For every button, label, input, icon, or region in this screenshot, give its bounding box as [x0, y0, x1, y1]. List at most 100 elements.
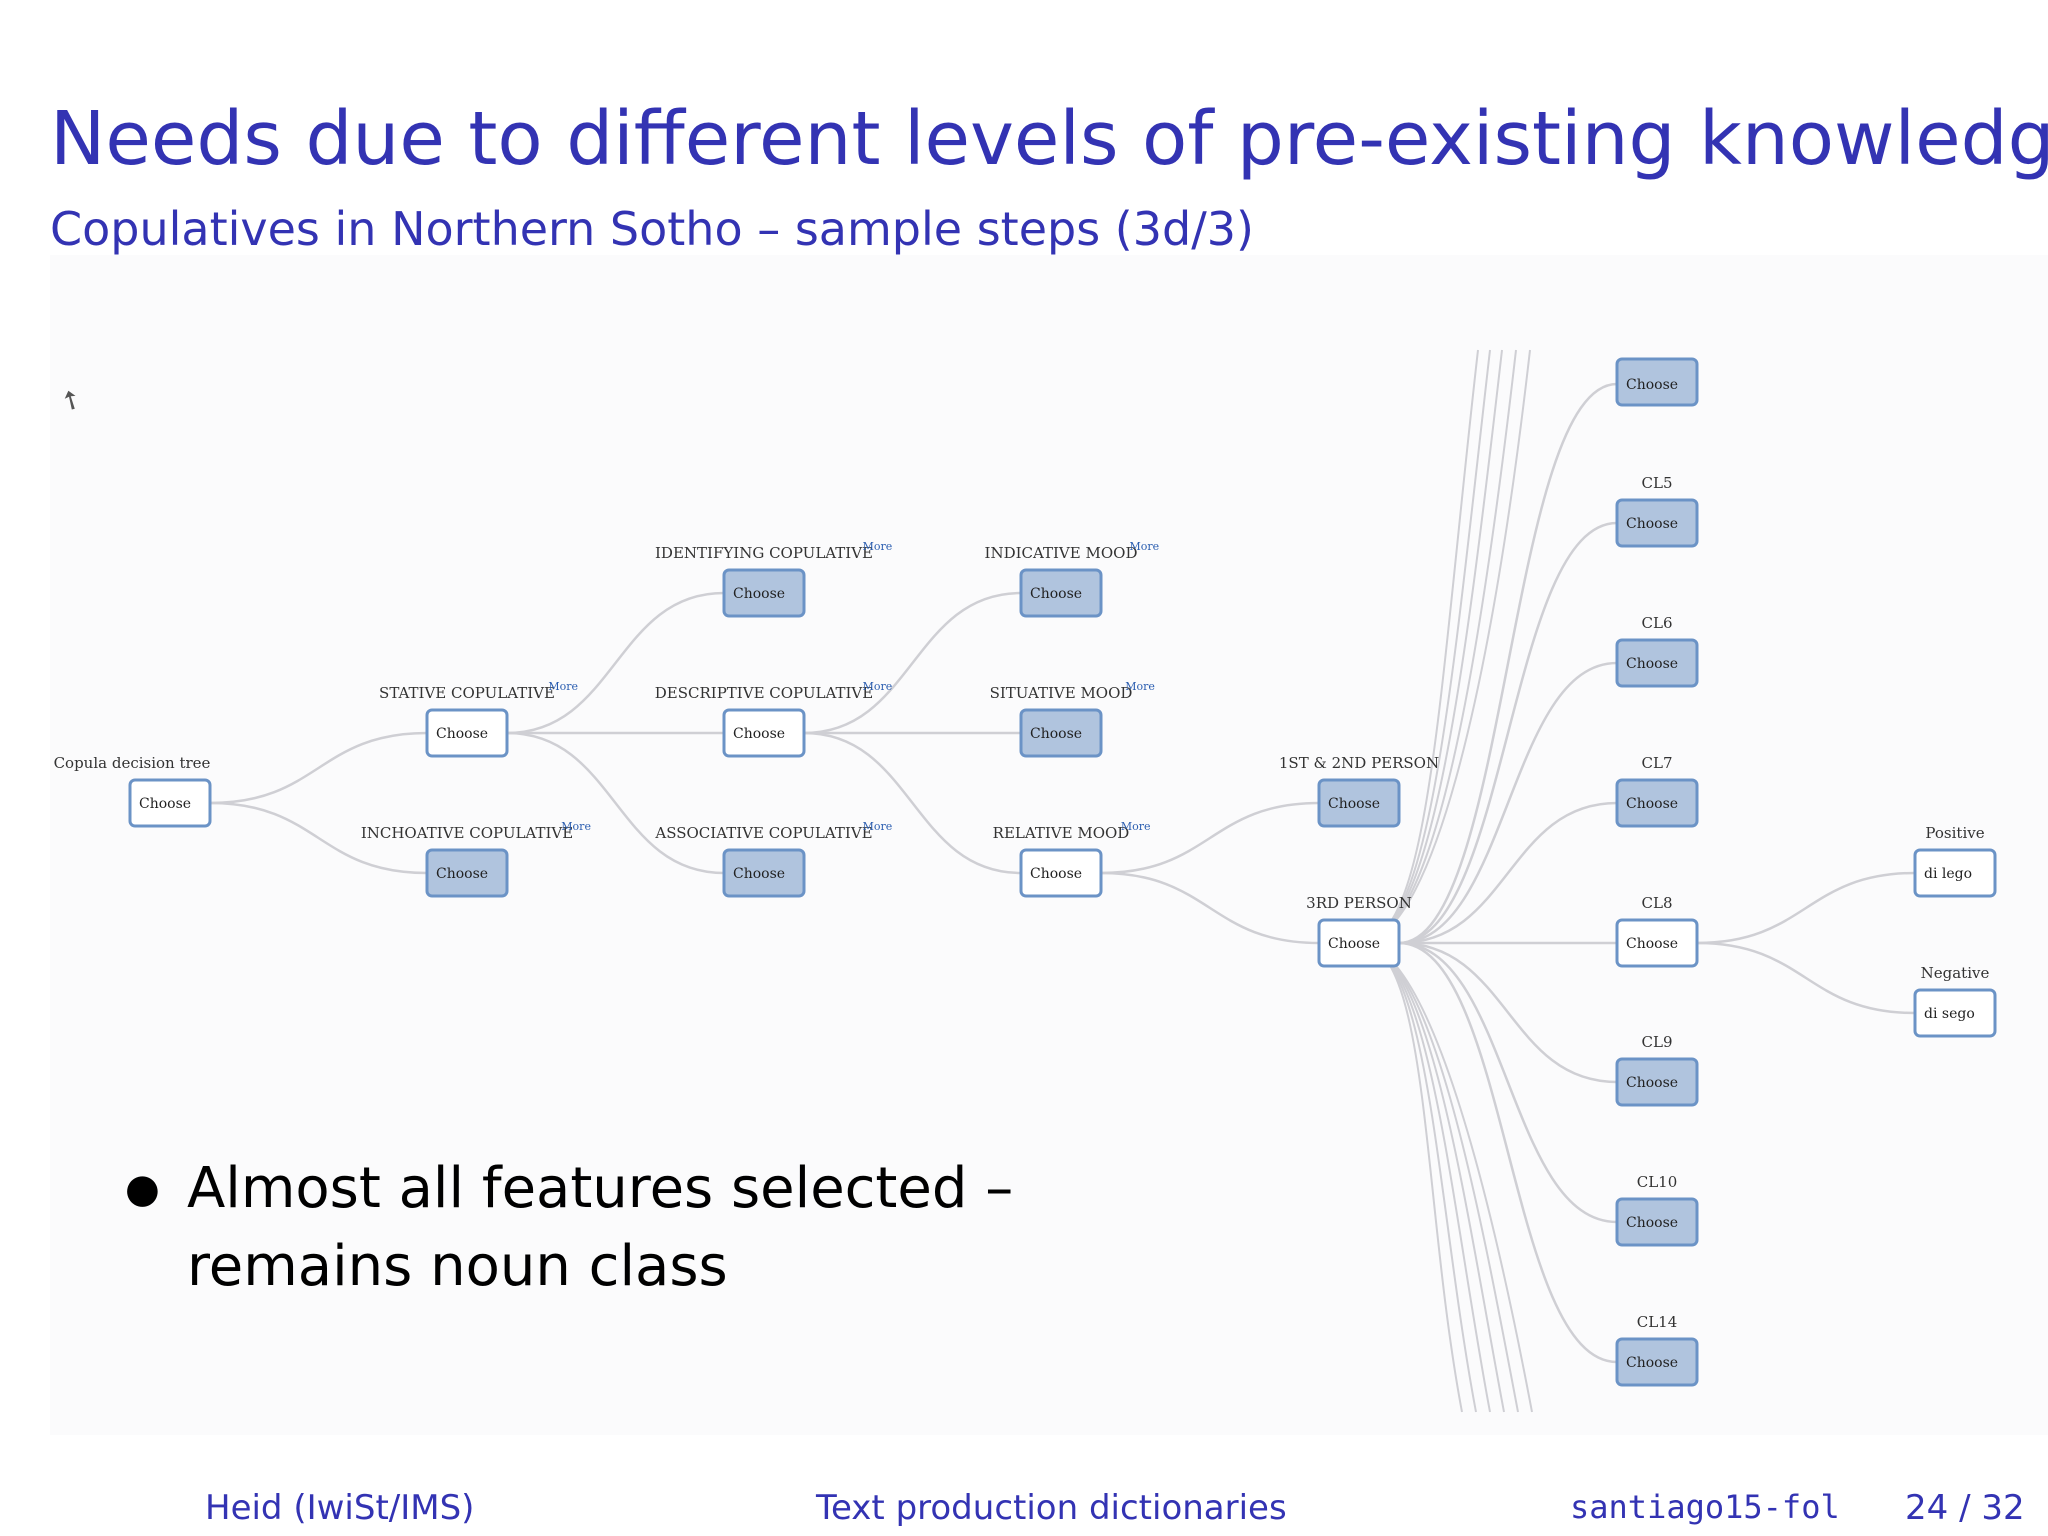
tree-link	[1696, 871, 1916, 945]
choose-button-label: di sego	[1924, 1006, 1975, 1022]
tree-node-negative: di sego Negative	[1913, 964, 1997, 1038]
choose-button[interactable]	[1913, 848, 1997, 898]
tree-node-cltop: Choose	[1615, 357, 1699, 407]
choose-button[interactable]	[1615, 778, 1699, 828]
bullet-icon: ●	[125, 1166, 160, 1212]
tree-link	[803, 591, 1022, 735]
choose-button[interactable]	[1019, 848, 1103, 898]
choose-button[interactable]	[1019, 568, 1103, 618]
node-label: INDICATIVE MOOD	[985, 544, 1138, 562]
node-label: DESCRIPTIVE COPULATIVE	[655, 684, 873, 702]
footer-page-number: 24 / 32	[1905, 1488, 2025, 1528]
choose-button-label: Choose	[1626, 1075, 1678, 1091]
slide-subtitle: Copulatives in Northern Sotho – sample s…	[50, 202, 1254, 256]
choose-button[interactable]	[1317, 778, 1401, 828]
tree-link	[209, 731, 428, 805]
footer-author: Heid (IwiSt/IMS)	[205, 1488, 475, 1528]
choose-button[interactable]	[1615, 1057, 1699, 1107]
footer-code: santiago15-fol	[1570, 1488, 1840, 1526]
choose-button[interactable]	[722, 708, 806, 758]
choose-button[interactable]	[722, 848, 806, 898]
node-label: CL14	[1637, 1313, 1678, 1331]
choose-button-label: Choose	[1626, 1355, 1678, 1371]
node-label: CL10	[1637, 1173, 1678, 1191]
choose-button-label: Choose	[139, 796, 191, 812]
node-label: CL8	[1642, 894, 1673, 912]
choose-button[interactable]	[722, 568, 806, 618]
choose-button-label: Choose	[1328, 936, 1380, 952]
fan-line	[1358, 942, 1533, 1413]
node-label: INCHOATIVE COPULATIVE	[361, 824, 573, 842]
tree-link	[209, 801, 428, 875]
more-link[interactable]: More	[1121, 820, 1151, 833]
node-label: Positive	[1925, 824, 1984, 842]
choose-button[interactable]	[1913, 988, 1997, 1038]
node-label: 3RD PERSON	[1306, 894, 1412, 912]
more-link[interactable]: More	[1130, 540, 1160, 553]
tree-link	[1100, 801, 1320, 875]
choose-button-label: Choose	[1328, 796, 1380, 812]
choose-button[interactable]	[1615, 1197, 1699, 1247]
choose-button-label: Choose	[436, 726, 488, 742]
node-label: CL7	[1642, 754, 1673, 772]
choose-button[interactable]	[1615, 638, 1699, 688]
tree-link	[506, 731, 725, 875]
choose-button-label: Choose	[1626, 796, 1678, 812]
choose-button-label: Choose	[436, 866, 488, 882]
choose-button[interactable]	[425, 848, 509, 898]
more-link[interactable]: More	[561, 820, 591, 833]
tree-link	[506, 591, 725, 735]
fan-line	[1358, 349, 1531, 944]
choose-button-label: Choose	[1626, 656, 1678, 672]
more-link[interactable]: More	[863, 820, 893, 833]
decision-tree-screenshot	[50, 255, 2048, 1435]
node-label: SITUATIVE MOOD	[990, 684, 1133, 702]
tree-link	[1100, 871, 1320, 945]
more-link[interactable]: More	[1125, 680, 1155, 693]
choose-button[interactable]	[1615, 498, 1699, 548]
choose-button[interactable]	[1615, 1337, 1699, 1387]
choose-button-label: Choose	[733, 866, 785, 882]
tree-link	[1398, 382, 1618, 945]
choose-button[interactable]	[1019, 708, 1103, 758]
tree-link	[1398, 521, 1618, 945]
footer-talk-title: Text production dictionaries	[816, 1488, 1287, 1528]
choose-button-label: Choose	[1626, 936, 1678, 952]
choose-button-label: Choose	[1030, 586, 1082, 602]
tree-node-cl8: Choose CL8	[1615, 894, 1699, 968]
node-label: Negative	[1921, 964, 1990, 982]
choose-button-label: Choose	[733, 586, 785, 602]
fan-lines	[1358, 349, 1533, 1413]
tree-node-cl14: Choose CL14	[1615, 1313, 1699, 1387]
choose-button[interactable]	[128, 778, 212, 828]
more-link[interactable]: More	[863, 540, 893, 553]
choose-button[interactable]	[1615, 918, 1699, 968]
choose-button-label: Choose	[1626, 1215, 1678, 1231]
choose-button[interactable]	[1615, 357, 1699, 407]
more-link[interactable]: More	[548, 680, 578, 693]
choose-button[interactable]	[1317, 918, 1401, 968]
node-label: ASSOCIATIVE COPULATIVE	[654, 824, 872, 842]
choose-button-label: Choose	[1626, 377, 1678, 393]
choose-button-label: Choose	[1626, 516, 1678, 532]
choose-button-label: Choose	[733, 726, 785, 742]
choose-button[interactable]	[425, 708, 509, 758]
tree-link	[1398, 941, 1618, 1084]
more-link[interactable]: More	[863, 680, 893, 693]
tree-node-cl7: Choose CL7	[1615, 754, 1699, 828]
tree-link	[1696, 941, 1916, 1015]
node-label: CL6	[1642, 614, 1673, 632]
tree-links	[209, 382, 1916, 1364]
